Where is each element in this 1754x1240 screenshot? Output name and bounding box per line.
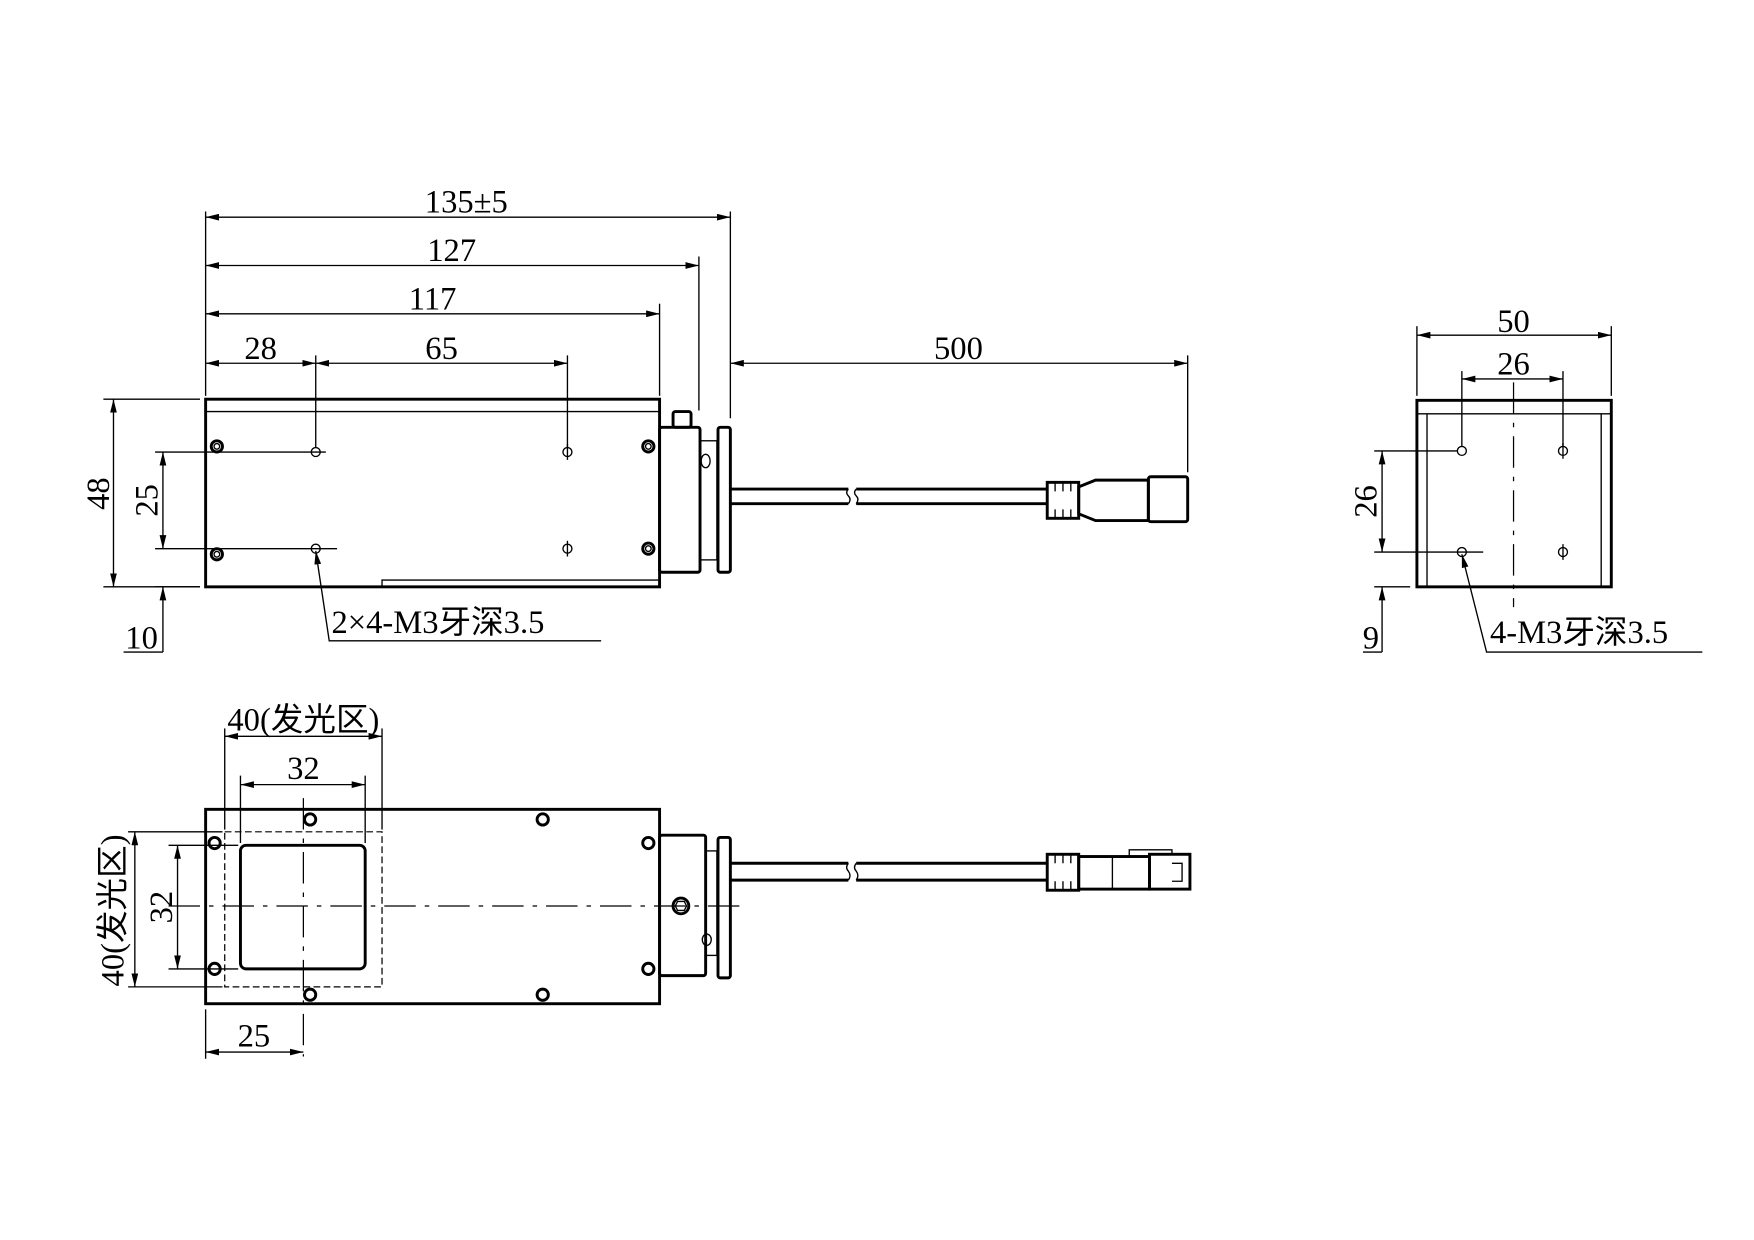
dim-overall-length: 135±5 <box>425 185 508 221</box>
dimensions-bottom <box>128 728 383 1059</box>
bottom-cable-gland <box>658 833 732 980</box>
dim-emit-height: 40(发光区) <box>95 834 132 986</box>
dim-emit-width: 40(发光区) <box>227 702 379 739</box>
dimensions-top <box>103 211 1189 653</box>
dim-hole-h-26: 26 <box>1497 346 1530 382</box>
dim-offset-10: 10 <box>125 621 158 657</box>
dim-window-width: 32 <box>287 751 320 787</box>
dim-hole-v-26: 26 <box>1348 485 1384 518</box>
cable-gland <box>658 410 732 574</box>
bottom-connector <box>1045 849 1192 892</box>
dim-center-25: 25 <box>238 1018 271 1054</box>
dim-width-50: 50 <box>1497 304 1530 340</box>
hole-note-end: 4-M3牙深3.5 <box>1490 615 1668 651</box>
bottom-holes <box>207 812 656 1002</box>
dim-offset-9: 9 <box>1363 621 1379 657</box>
light-body-outline <box>204 397 662 589</box>
dim-cable-500: 500 <box>934 331 983 367</box>
dim-127: 127 <box>427 233 476 269</box>
mounting-holes <box>209 439 656 562</box>
dim-hole-25: 25 <box>129 484 165 517</box>
bottom-view: 40(发光区) 32 40(发光区) 32 25 <box>95 702 1192 1059</box>
top-view: 135±5 127 117 28 65 500 48 25 10 2×4-M3牙… <box>81 185 1190 657</box>
dim-65: 65 <box>425 331 458 367</box>
connector <box>1045 475 1190 524</box>
hole-note-top: 2×4-M3牙深3.5 <box>331 605 544 641</box>
m3-threaded-holes <box>310 444 573 557</box>
dim-height-48: 48 <box>81 477 117 510</box>
bottom-outline <box>204 807 662 1006</box>
end-m3-holes <box>1456 443 1569 560</box>
dim-window-height: 32 <box>144 891 180 924</box>
dim-28: 28 <box>244 331 277 367</box>
dim-117: 117 <box>409 281 457 317</box>
dimensions-end <box>1362 326 1703 653</box>
bottom-cable <box>730 861 1048 882</box>
end-view: 50 26 26 9 4-M3牙深3.5 <box>1348 304 1703 657</box>
cable <box>730 487 1048 506</box>
